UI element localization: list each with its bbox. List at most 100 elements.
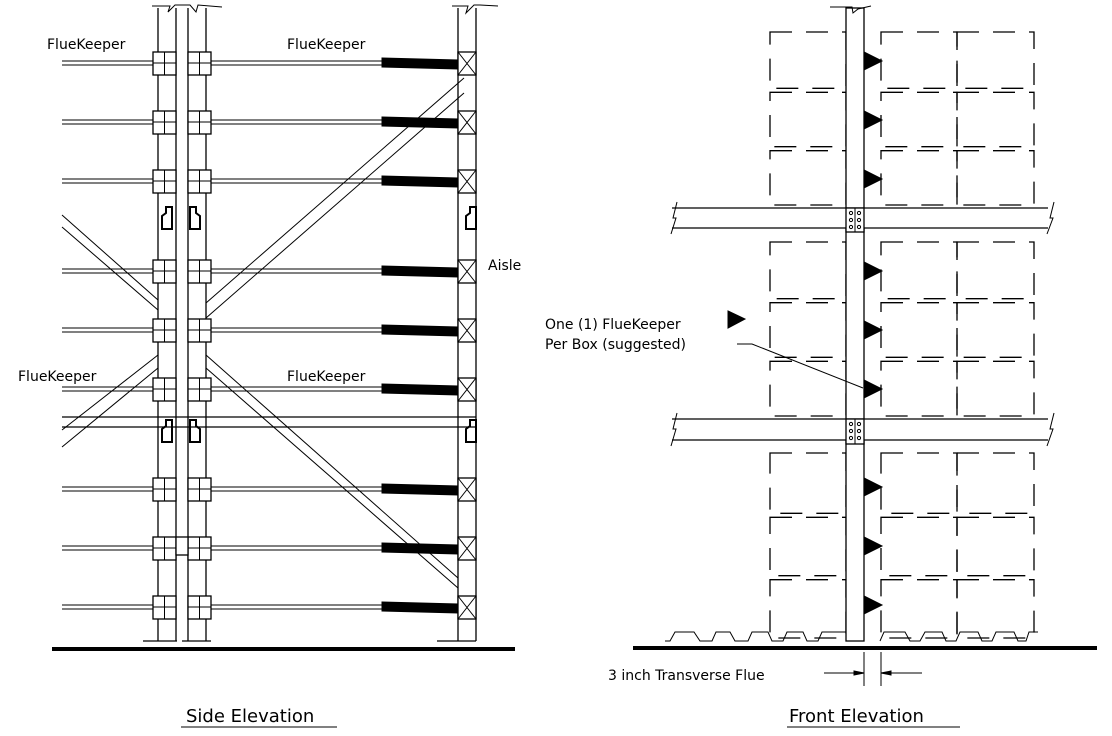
break-symbol: [452, 4, 499, 15]
aisle-label: Aisle: [488, 258, 521, 274]
column-connector: [161, 206, 173, 230]
fluekeeper-bar: [381, 175, 459, 188]
beam-level: [62, 51, 477, 76]
pallet-box: [956, 516, 1035, 577]
pallet-box: [956, 150, 1035, 206]
beam-level: [62, 477, 477, 502]
callout-text-line2: Per Box (suggested): [545, 337, 686, 353]
x-mark: [457, 477, 477, 502]
side-braces: [61, 77, 465, 589]
fluekeeper-bar: [381, 601, 459, 614]
column-connector: [189, 206, 201, 230]
break-symbol: [1046, 412, 1055, 447]
break-symbol: [1046, 201, 1055, 235]
beam-level: [62, 318, 477, 343]
pallet-box: [880, 150, 958, 206]
fluekeeper-bar: [381, 383, 459, 396]
pallet-box: [880, 360, 958, 417]
x-mark: [457, 169, 477, 194]
bolt-icon: [848, 210, 854, 216]
bolt-icon: [848, 224, 854, 230]
x-mark: [457, 536, 477, 561]
x-mark: [457, 259, 477, 284]
pallet-box: [769, 150, 847, 206]
pallet-box: [769, 579, 847, 639]
callout-text-line1: One (1) FlueKeeper: [545, 317, 681, 333]
pallet-box: [880, 91, 958, 148]
fluekeeper-bar: [381, 324, 459, 337]
fluekeeper-bar: [381, 542, 459, 555]
bolt-icon: [856, 421, 862, 427]
front-pallet-loads: [769, 31, 1035, 639]
dimension-label: 3 inch Transverse Flue: [608, 668, 765, 684]
fluekeeper-marker-icon: [863, 320, 884, 340]
pallet-base: [665, 631, 846, 642]
pallet-box: [956, 302, 1035, 358]
pallet-box: [880, 241, 958, 300]
fluekeeper-marker-icon: [863, 51, 884, 71]
pallet-box: [880, 452, 958, 514]
fluekeeper-marker-icon: [863, 379, 884, 399]
pallet-box: [769, 91, 847, 148]
side-elevation-title: Side Elevation: [186, 706, 314, 727]
fluekeeper-marker-icon: [863, 110, 884, 130]
column-connector: [465, 419, 477, 443]
x-mark: [457, 51, 477, 76]
side-beam-levels: [62, 51, 477, 620]
bolt-icon: [856, 435, 862, 441]
bolt-icon: [856, 224, 862, 230]
pallet-box: [956, 91, 1035, 148]
fluekeeper-markers: [863, 51, 884, 615]
pallet-box: [769, 241, 847, 300]
beam-level: [62, 536, 477, 561]
break-symbol: [152, 4, 223, 14]
fluekeeper-marker-icon: [863, 595, 884, 615]
pallet-box: [956, 241, 1035, 300]
pallet-box: [956, 31, 1035, 89]
pallet-box: [956, 360, 1035, 417]
beam-level: [62, 169, 477, 194]
fluekeeper-bar: [381, 265, 459, 278]
x-mark: [457, 595, 477, 620]
column-connector: [189, 419, 201, 443]
pallet-box: [880, 31, 958, 89]
bolt-icon: [856, 217, 862, 223]
pallet-box: [880, 579, 958, 639]
fluekeeper-bar: [381, 57, 459, 70]
column-connector: [161, 419, 173, 443]
front-beam: [670, 201, 1055, 235]
front-elevation: One (1) FlueKeeper Per Box (suggested) 3…: [545, 5, 1097, 728]
side-connectors: [161, 206, 477, 443]
break-symbol: [830, 5, 872, 14]
beam-level: [62, 595, 477, 620]
x-mark: [457, 377, 477, 402]
pallet-box: [880, 302, 958, 358]
arrowhead-icon: [880, 670, 892, 676]
pallet-box: [769, 360, 847, 417]
front-beam: [670, 412, 1055, 447]
beam-level: [62, 110, 477, 135]
pallet-box: [956, 579, 1035, 639]
callout-leader-line: [737, 343, 864, 389]
bolt-icon: [848, 217, 854, 223]
pallet-box: [769, 516, 847, 577]
front-beams: [670, 201, 1055, 447]
pallet-box: [956, 452, 1035, 514]
fluekeeper-label: FlueKeeper: [287, 369, 366, 385]
arrowhead-icon: [853, 670, 865, 676]
fluekeeper-marker-icon: [727, 310, 747, 329]
row-spacer-beam: [62, 416, 476, 556]
bolt-icon: [856, 210, 862, 216]
beam-level: [62, 377, 477, 402]
pallet-box: [769, 302, 847, 358]
fluekeeper-bar: [381, 116, 459, 129]
column-connector: [465, 206, 477, 230]
fluekeeper-marker-icon: [863, 477, 884, 497]
pallet-box: [880, 516, 958, 577]
bolt-icon: [848, 435, 854, 441]
fluekeeper-label: FlueKeeper: [47, 37, 126, 53]
break-symbol: [670, 412, 678, 447]
fluekeeper-bar: [381, 483, 459, 496]
pallet-box: [769, 452, 847, 514]
side-elevation: FlueKeeper FlueKeeper FlueKeeper FlueKee…: [18, 4, 521, 728]
